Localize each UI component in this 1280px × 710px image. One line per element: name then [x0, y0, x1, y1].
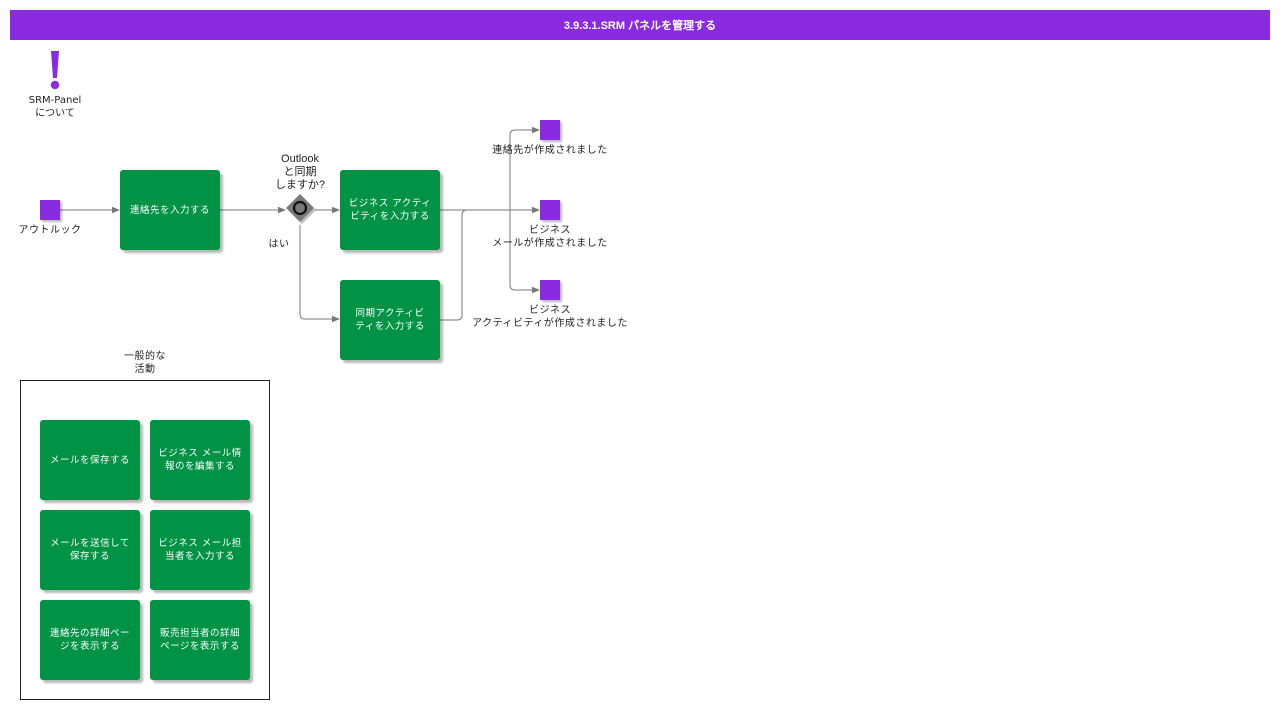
task-enter-contact[interactable]: 連絡先を入力する — [120, 170, 220, 250]
edge-business-to-activity-created — [509, 210, 540, 294]
task-enter-sync-activity[interactable]: 同期アクティビ ティを入力する — [340, 280, 440, 360]
info-label: SRM-Panel について — [28, 95, 82, 119]
page-title-banner: 3.9.3.1.SRM パネルを管理する — [10, 10, 1270, 40]
end-event-business-activity-created-label: ビジネス アクティビティが作成されました — [472, 305, 628, 329]
common-activities-title: 一般的な 活動 — [124, 351, 166, 375]
end-event-business-activity-created — [540, 280, 560, 300]
edge-business-to-contact-created — [509, 126, 540, 210]
exclamation-icon — [44, 48, 66, 92]
end-event-contact-created-label: 連絡先が作成されました — [492, 145, 608, 156]
gateway-branch-yes-label: はい — [268, 239, 290, 250]
gateway-question-label: Outlook と同期 しますか? — [274, 153, 326, 191]
activity-enter-business-mail-contact[interactable]: ビジネス メール担 当者を入力する — [150, 510, 250, 590]
page-title: 3.9.3.1.SRM パネルを管理する — [563, 20, 717, 32]
task-enter-business-activity[interactable]: ビジネス アクティ ビティを入力する — [340, 170, 440, 250]
end-event-business-mail-created-label: ビジネス メールが作成されました — [492, 225, 608, 249]
activity-send-and-save-mail[interactable]: メールを送信して 保存する — [40, 510, 140, 590]
activity-show-contact-details[interactable]: 連絡先の詳細ペー ジを表示する — [40, 600, 140, 680]
activity-edit-business-mail-info[interactable]: ビジネス メール情 報のを編集する — [150, 420, 250, 500]
activity-save-mail[interactable]: メールを保存する — [40, 420, 140, 500]
gateway-sync-outlook[interactable] — [284, 194, 318, 228]
start-event-outlook — [40, 200, 60, 220]
activity-show-sales-rep-details[interactable]: 販売担当者の詳細 ページを表示する — [150, 600, 250, 680]
end-event-contact-created — [540, 120, 560, 140]
start-event-label: アウトルック — [18, 225, 82, 236]
edge-gateway-to-sync — [299, 225, 340, 323]
end-event-business-mail-created — [540, 200, 560, 220]
edge-sync-to-merge — [440, 209, 510, 321]
common-activities-group — [20, 380, 270, 700]
